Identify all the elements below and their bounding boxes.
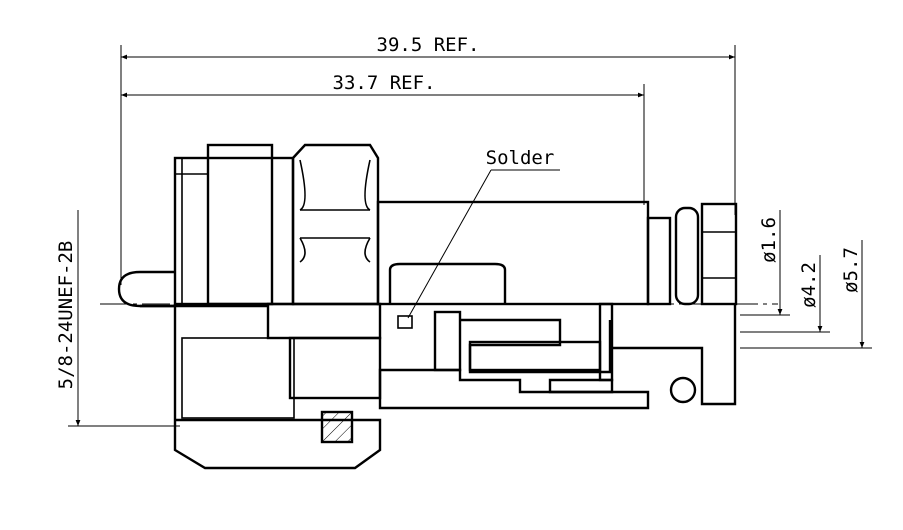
connector-lower-section xyxy=(140,302,737,470)
o-ring-icon xyxy=(669,376,697,404)
outer-diameter-label: ø5.7 xyxy=(840,247,862,293)
inner-diameter-label: ø4.2 xyxy=(798,262,820,308)
dimension-pin-diameter: ø1.6 xyxy=(740,210,790,316)
pin-diameter-label: ø1.6 xyxy=(758,217,780,263)
dimension-body-length: 33.7 REF. xyxy=(121,72,645,205)
dimension-thread: 5/8-24UNEF-2B xyxy=(55,210,180,427)
thread-label: 5/8-24UNEF-2B xyxy=(55,241,77,390)
body-length-label: 33.7 REF. xyxy=(333,72,436,94)
dimension-outer-diameter: ø5.7 xyxy=(740,240,872,349)
solder-callout: Solder xyxy=(407,147,560,319)
dimension-overall-length: 39.5 REF. xyxy=(120,34,736,285)
connector-upper-half xyxy=(117,143,738,308)
overall-length-label: 39.5 REF. xyxy=(377,34,480,56)
solder-label: Solder xyxy=(486,147,555,169)
dimension-inner-diameter: ø4.2 xyxy=(740,255,830,333)
